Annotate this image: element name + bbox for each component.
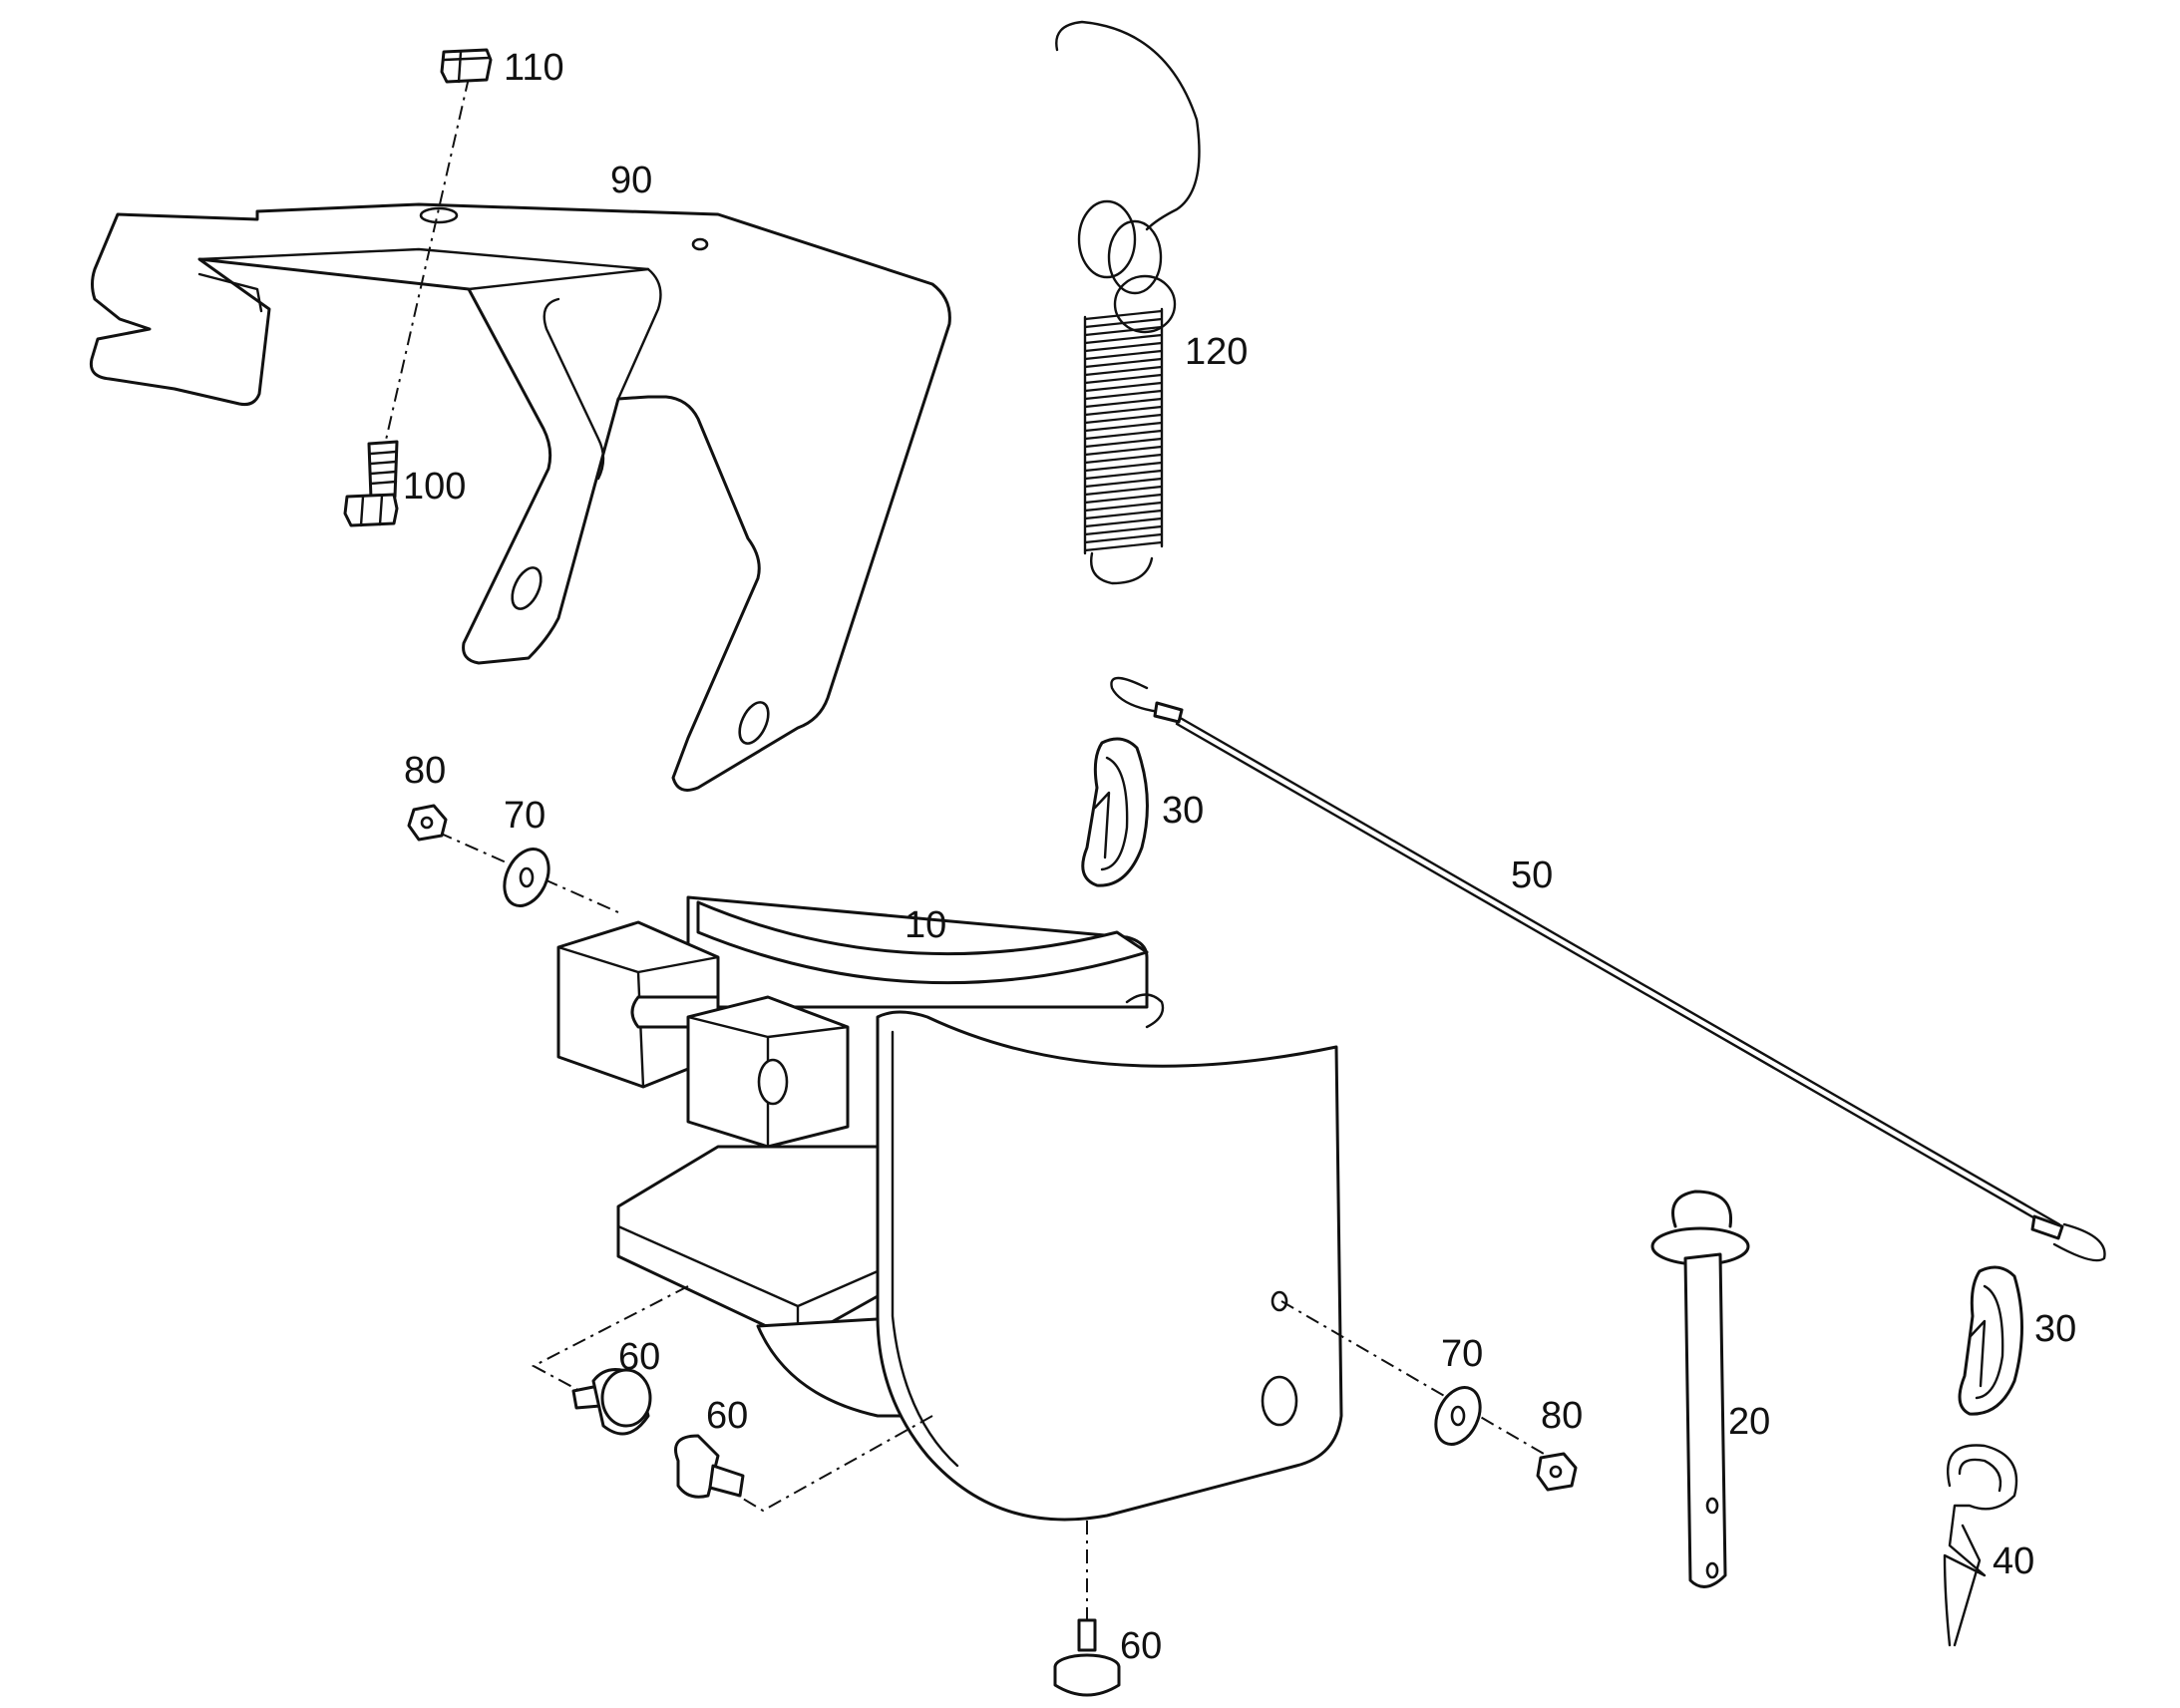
washer-left bbox=[503, 848, 550, 907]
hex-nut-top bbox=[440, 48, 493, 84]
washer-right bbox=[1434, 1386, 1482, 1446]
callout-80-right: 80 bbox=[1541, 1395, 1583, 1437]
snap-hook-lower bbox=[1958, 1265, 2023, 1416]
leader-line-bumper-middle bbox=[737, 1415, 933, 1513]
callout-80-left: 80 bbox=[404, 750, 446, 792]
callout-20: 20 bbox=[1728, 1401, 1770, 1443]
r-clip-part bbox=[1943, 1444, 2018, 1647]
callout-30-lower: 30 bbox=[2034, 1308, 2076, 1350]
callout-70-left: 70 bbox=[504, 795, 545, 837]
bumper-bottom bbox=[1053, 1618, 1121, 1697]
pin-part bbox=[1650, 1190, 1750, 1588]
callout-70-right: 70 bbox=[1441, 1333, 1483, 1375]
callout-10: 10 bbox=[905, 904, 946, 946]
bolt-part bbox=[343, 440, 399, 527]
callout-60-bottom: 60 bbox=[1120, 1625, 1162, 1667]
spring-part bbox=[1055, 20, 1201, 585]
nut-right bbox=[1536, 1452, 1578, 1492]
callout-30-upper: 30 bbox=[1162, 790, 1204, 832]
bracket-part bbox=[89, 202, 951, 792]
leader-line-right-nut bbox=[1280, 1300, 1557, 1462]
bumper-middle bbox=[674, 1434, 745, 1499]
callout-40: 40 bbox=[1993, 1540, 2034, 1582]
callout-120: 120 bbox=[1185, 331, 1248, 373]
snap-hook-upper bbox=[1081, 737, 1149, 887]
coupling-body-part bbox=[556, 895, 1343, 1522]
callout-50: 50 bbox=[1511, 854, 1553, 896]
callout-100: 100 bbox=[403, 466, 466, 508]
leader-line-bolt bbox=[383, 77, 470, 450]
callout-110: 110 bbox=[504, 47, 564, 89]
callout-90: 90 bbox=[610, 160, 652, 201]
callout-60-left: 60 bbox=[618, 1336, 660, 1378]
bumper-left bbox=[571, 1368, 652, 1436]
cable-part bbox=[1110, 676, 2106, 1262]
spring-coil bbox=[1083, 307, 1164, 555]
nut-left bbox=[407, 804, 448, 842]
callout-60-middle: 60 bbox=[706, 1395, 748, 1437]
